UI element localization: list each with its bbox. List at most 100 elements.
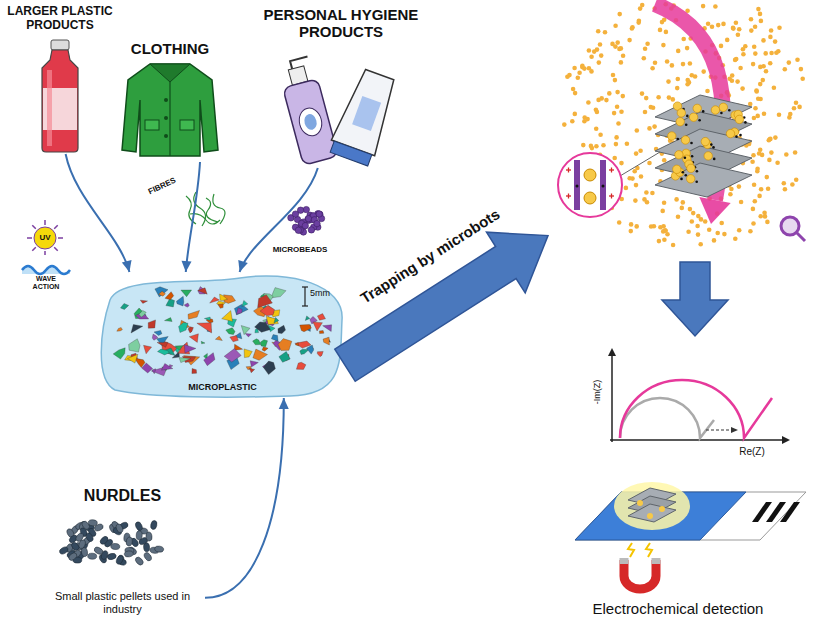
- particle-dot: [607, 91, 612, 96]
- plastic-fragment: [131, 325, 143, 334]
- particle-dot: [573, 112, 578, 117]
- electrode-strip: [575, 492, 746, 540]
- scale-bar: [302, 305, 308, 306]
- particle-dot: [644, 96, 649, 101]
- arrow-head: [279, 398, 289, 409]
- node-title: NURDLES: [40, 486, 205, 505]
- particle-dot: [571, 87, 576, 92]
- plastic-fragment: [121, 304, 129, 310]
- trapped-particle: [735, 115, 743, 123]
- inset-circle: [584, 169, 596, 181]
- microbead: [314, 220, 320, 226]
- particle-dot: [797, 105, 802, 110]
- plastic-fragment: [253, 339, 261, 345]
- particle-dot: [653, 61, 658, 66]
- microbead: [302, 223, 308, 229]
- particle-dot: [645, 41, 650, 46]
- inset-circle: [566, 168, 614, 199]
- particle-dot: [676, 214, 681, 219]
- plastic-fragments: [113, 287, 331, 376]
- plastic-fragment: [279, 352, 290, 363]
- surface-dot: [710, 143, 713, 146]
- particle-dot: [688, 61, 693, 66]
- connector-line: [186, 162, 200, 272]
- nurdle-pellet: [99, 535, 110, 546]
- plastic-fragment: [323, 325, 332, 332]
- particle-dot: [753, 199, 758, 204]
- microplastic-blob: [101, 276, 342, 397]
- plastic-fragment: [255, 322, 271, 332]
- connector-line: [240, 168, 318, 272]
- surface-dot: [720, 112, 723, 115]
- particle-dot: [792, 106, 797, 111]
- plastic-fragment: [184, 303, 189, 307]
- nurdle-pellet: [93, 523, 104, 532]
- particle-dot: [642, 56, 647, 61]
- particle-dot: [787, 60, 792, 65]
- plastic-fragment: [113, 348, 125, 359]
- particle-dot: [589, 55, 594, 60]
- nurdle-pellet: [88, 553, 97, 559]
- particle-dot: [758, 82, 763, 87]
- particle-dot: [661, 43, 666, 48]
- plastic-fragment: [230, 336, 239, 342]
- microbead: [295, 227, 301, 233]
- plastic-fragment: [313, 322, 323, 331]
- particle-dot: [800, 76, 805, 81]
- particle-dot: [617, 220, 622, 225]
- particle-dot: [670, 63, 675, 68]
- surface-dot: [684, 157, 687, 160]
- plastic-fragment: [161, 364, 172, 371]
- wave-symbol: [22, 266, 70, 274]
- particle-dot: [634, 224, 639, 229]
- lightning-symbol: [628, 543, 652, 557]
- particle-dot: [619, 109, 624, 114]
- trapped-particle: [704, 152, 712, 160]
- electrode-strip: [575, 492, 806, 540]
- particle-dot: [587, 66, 592, 71]
- trapped-particle: [726, 129, 734, 137]
- plastic-fragment: [249, 368, 254, 373]
- lightning-symbol: [646, 543, 652, 557]
- particle-dot: [662, 200, 667, 205]
- plastic-fragment: [179, 322, 188, 332]
- plastic-fragment: [152, 334, 158, 340]
- jacket: [169, 82, 170, 156]
- particle-dot: [675, 86, 680, 91]
- trapped-particle: [719, 103, 727, 111]
- wave-symbol: [22, 266, 70, 274]
- particle-dot: [749, 17, 754, 22]
- particle-dot: [658, 225, 663, 230]
- plastic-bottle: [51, 40, 69, 50]
- magnifier-icon: [781, 217, 799, 235]
- dimension-label: 5mm: [310, 288, 330, 298]
- plastic-fragment: [204, 317, 210, 321]
- surface-dot: [695, 181, 698, 184]
- particle-dot: [738, 66, 743, 71]
- plastic-fragment: [159, 291, 166, 296]
- particle-dot: [707, 228, 712, 233]
- particle-dot: [794, 177, 799, 182]
- nyquist-plot: [611, 354, 613, 442]
- microbead: [316, 211, 322, 217]
- inset-circle: [558, 153, 622, 217]
- plastic-fragment: [128, 354, 138, 363]
- surface-dot: [712, 146, 715, 149]
- uv-sun: [34, 227, 56, 249]
- particle-dot: [595, 110, 600, 115]
- plastic-fragment: [300, 349, 309, 354]
- plastic-fragment: [234, 304, 248, 315]
- uv-sun: [54, 225, 58, 229]
- jacket: [145, 120, 159, 130]
- nyquist-plot: [610, 439, 784, 441]
- particle-dot: [782, 181, 787, 186]
- node-body: Small plastic pellets used in industry: [40, 590, 205, 616]
- particle-dot: [767, 158, 772, 163]
- particle-dot: [567, 73, 572, 78]
- nurdle-pellet: [125, 537, 133, 547]
- particle-dot: [598, 42, 603, 47]
- plastic-bottle: [42, 50, 78, 152]
- particle-dot: [769, 51, 774, 56]
- nurdle-pellet: [115, 555, 124, 566]
